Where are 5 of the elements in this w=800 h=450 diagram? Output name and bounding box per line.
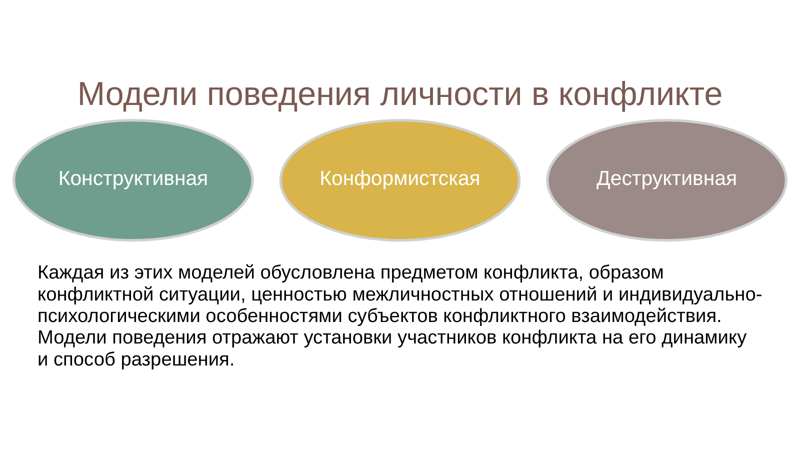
- diagram-title: Модели поведения личности в конфликте: [77, 76, 723, 113]
- node-ellipse: Конформистская: [279, 119, 521, 242]
- label: Каждая из этих моделей обусловлена предметом конфликта, образом конфликтной ситуации, ценностью межличностных отношений и индивидуально-психологическими особенностями субъектов конфликтного взаимодействия. Модели поведения отражают установки участников конфликта на его динамику и способ разрешения.: [37, 262, 762, 370]
- node-ellipse: Конструктивная: [12, 119, 254, 242]
- node-ellipse: Деструктивная: [546, 119, 788, 242]
